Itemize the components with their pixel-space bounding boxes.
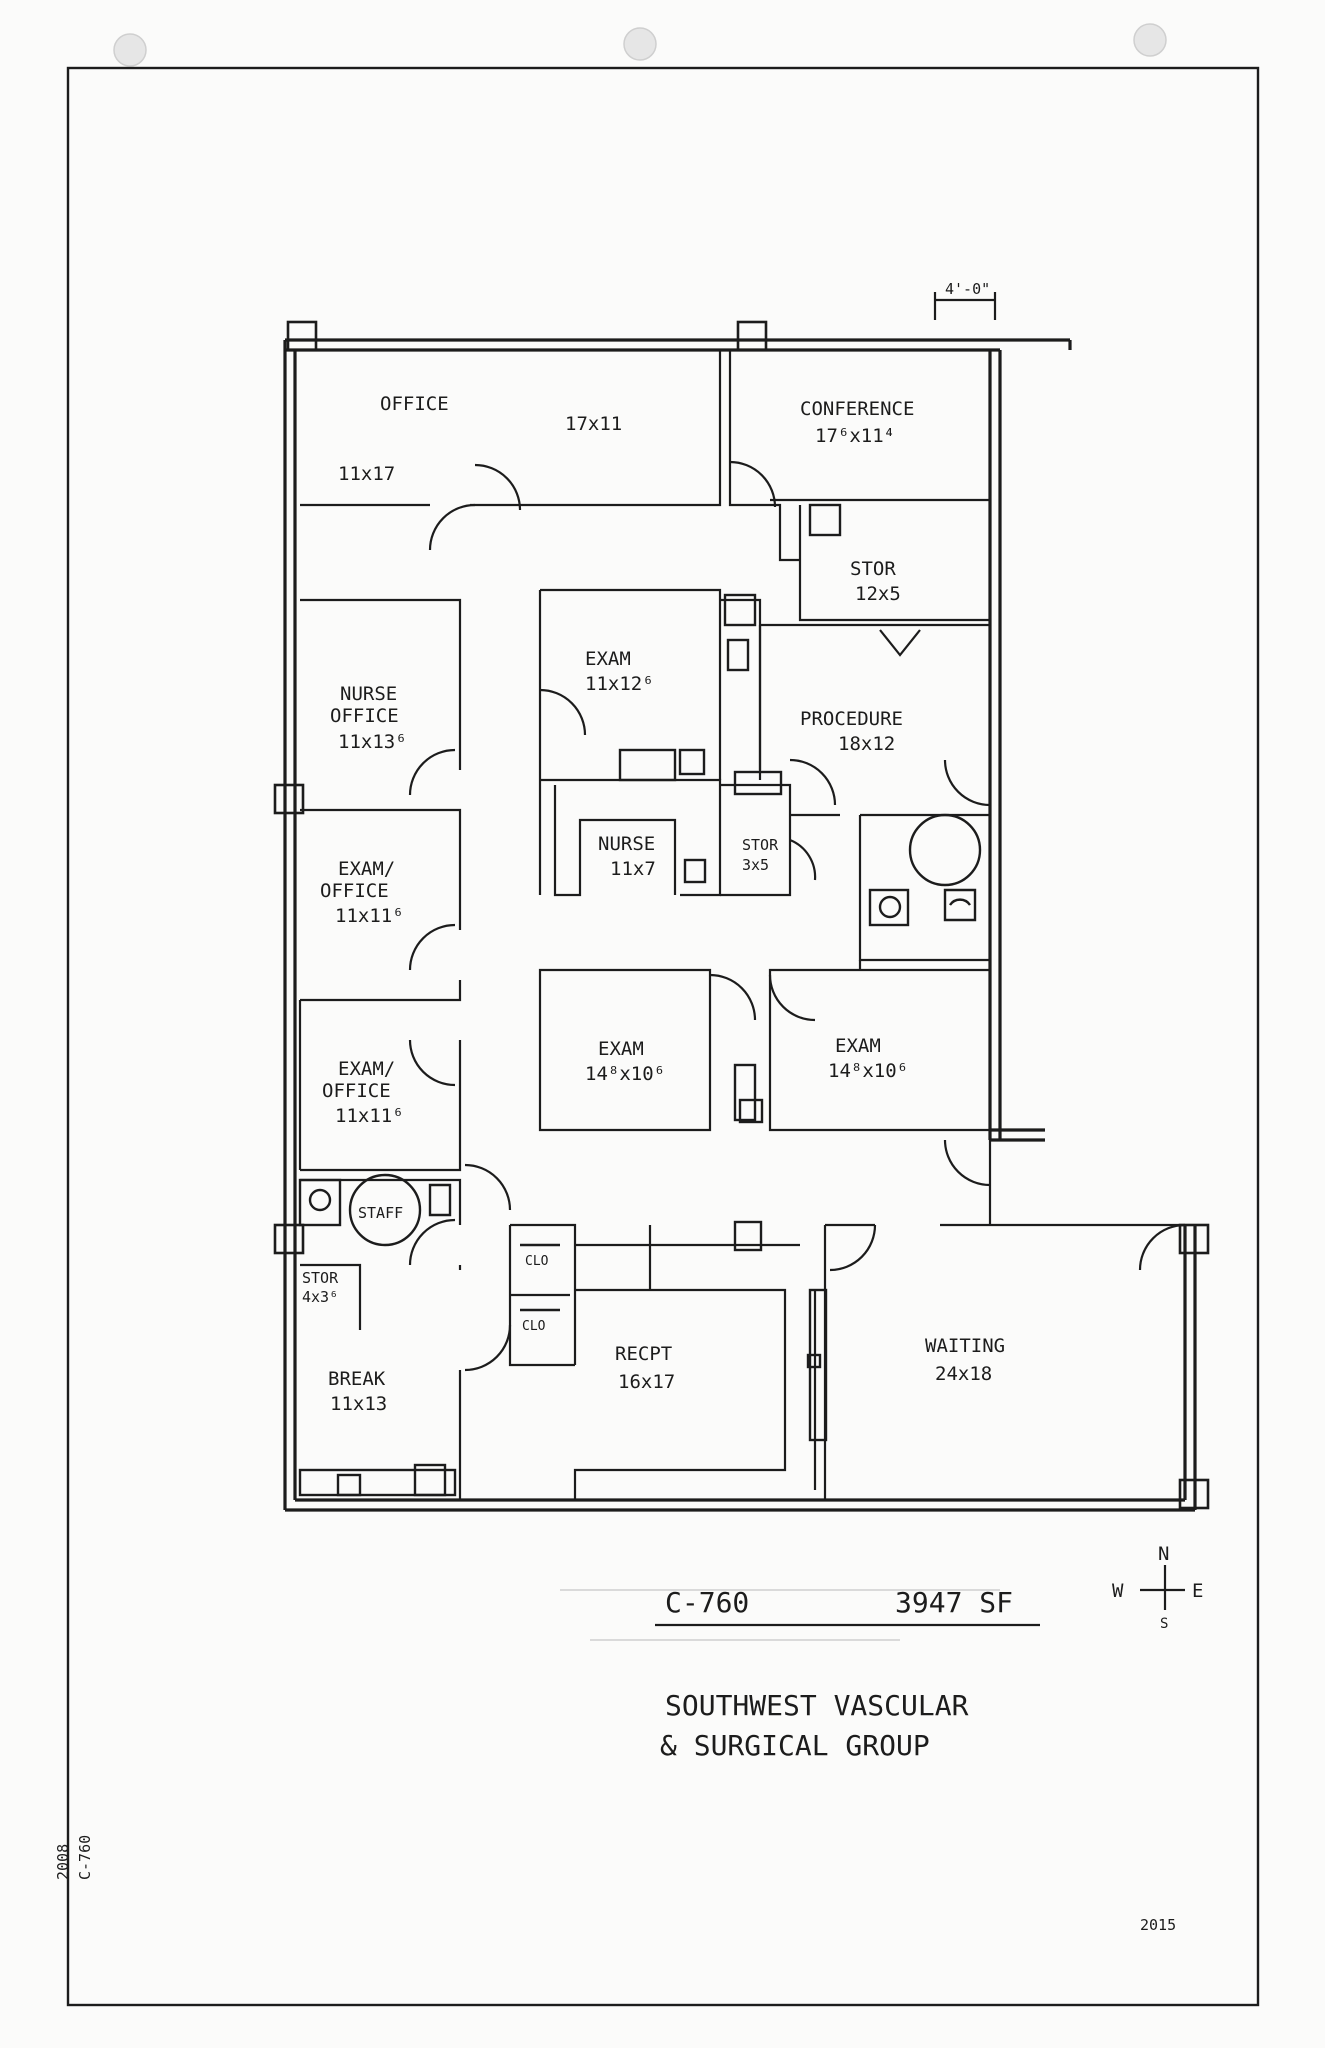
label-exam-office-2-dims: 11x11⁶: [335, 1105, 404, 1127]
title-block: C-760 3947 SF SOUTHWEST VASCULAR & SURGI…: [560, 1586, 1176, 1934]
label-procedure: PROCEDURE: [800, 708, 903, 730]
label-conference-dims: 17⁶x11⁴: [815, 425, 895, 447]
org-name-line1: SOUTHWEST VASCULAR: [665, 1689, 969, 1722]
label-nurse-office-2: OFFICE: [330, 705, 399, 727]
label-exam-left-dims: 14⁸x10⁶: [585, 1063, 665, 1085]
exterior-walls: [273, 320, 1210, 1512]
label-staff: STAFF: [358, 1204, 403, 1222]
label-procedure-dims: 18x12: [838, 733, 895, 755]
label-office: OFFICE: [380, 393, 449, 415]
doors: [408, 460, 1186, 1372]
fixtures: [298, 503, 982, 1497]
label-nurse: NURSE: [598, 833, 655, 855]
label-clo-1: CLO: [525, 1254, 549, 1269]
dimension-label: 4'-0": [945, 280, 990, 298]
binder-hole-right: [1133, 23, 1167, 57]
label-exam-office-2b: OFFICE: [322, 1080, 391, 1102]
label-office-dims-b: 11x17: [338, 463, 395, 485]
dimension-note: 4'-0": [933, 280, 997, 320]
binder-hole-left: [113, 33, 147, 67]
label-stor-mid-dims: 3x5: [742, 856, 769, 874]
label-exam-office-1: EXAM/: [338, 858, 395, 880]
org-name-line2: & SURGICAL GROUP: [660, 1729, 930, 1762]
label-exam-top-dims: 11x12⁶: [585, 673, 654, 695]
margin-note-year: 2008: [54, 1844, 72, 1880]
label-clo-2: CLO: [522, 1319, 546, 1334]
compass-w: W: [1112, 1580, 1124, 1602]
label-stor-small-dims: 4x3⁶: [302, 1288, 338, 1306]
label-waiting: WAITING: [925, 1335, 1005, 1357]
label-exam-office-1-dims: 11x11⁶: [335, 905, 404, 927]
unit-area: 3947 SF: [895, 1586, 1013, 1619]
label-nurse-dims: 11x7: [610, 858, 656, 880]
label-nurse-office-1: NURSE: [340, 683, 397, 705]
label-break-dims: 11x13: [330, 1393, 387, 1415]
label-stor-mid: STOR: [742, 836, 779, 854]
label-break: BREAK: [328, 1368, 386, 1390]
label-exam-right-dims: 14⁸x10⁶: [828, 1060, 908, 1082]
year-label: 2015: [1140, 1916, 1176, 1934]
label-recpt-dims: 16x17: [618, 1371, 675, 1393]
label-exam-right: EXAM: [835, 1035, 881, 1057]
label-exam-office-2: EXAM/: [338, 1058, 395, 1080]
label-waiting-dims: 24x18: [935, 1363, 992, 1385]
margin-note: C-760 2008: [54, 1835, 94, 1880]
label-office-dims-a: 17x11: [565, 413, 622, 435]
compass-n: N: [1158, 1543, 1169, 1565]
label-exam-top: EXAM: [585, 648, 631, 670]
label-recpt: RECPT: [615, 1343, 672, 1365]
label-conference: CONFERENCE: [800, 398, 914, 420]
label-stor-top-dims: 12x5: [855, 583, 901, 605]
label-stor-small: STOR: [302, 1269, 339, 1287]
label-stor-top: STOR: [850, 558, 896, 580]
label-exam-left: EXAM: [598, 1038, 644, 1060]
compass: N S E W: [1112, 1543, 1203, 1632]
label-exam-office-1b: OFFICE: [320, 880, 389, 902]
sheet-border: [66, 66, 1260, 2007]
binder-hole-center: [623, 27, 657, 61]
room-labels: OFFICE 17x11 11x17 CONFERENCE 17⁶x11⁴ ST…: [302, 393, 1005, 1415]
label-nurse-office-dims: 11x13⁶: [338, 731, 407, 753]
margin-note-unit: C-760: [76, 1835, 94, 1880]
interior-walls: [298, 350, 1185, 1500]
compass-e: E: [1192, 1580, 1203, 1602]
unit-number: C-760: [665, 1586, 749, 1619]
compass-s: S: [1160, 1616, 1168, 1632]
